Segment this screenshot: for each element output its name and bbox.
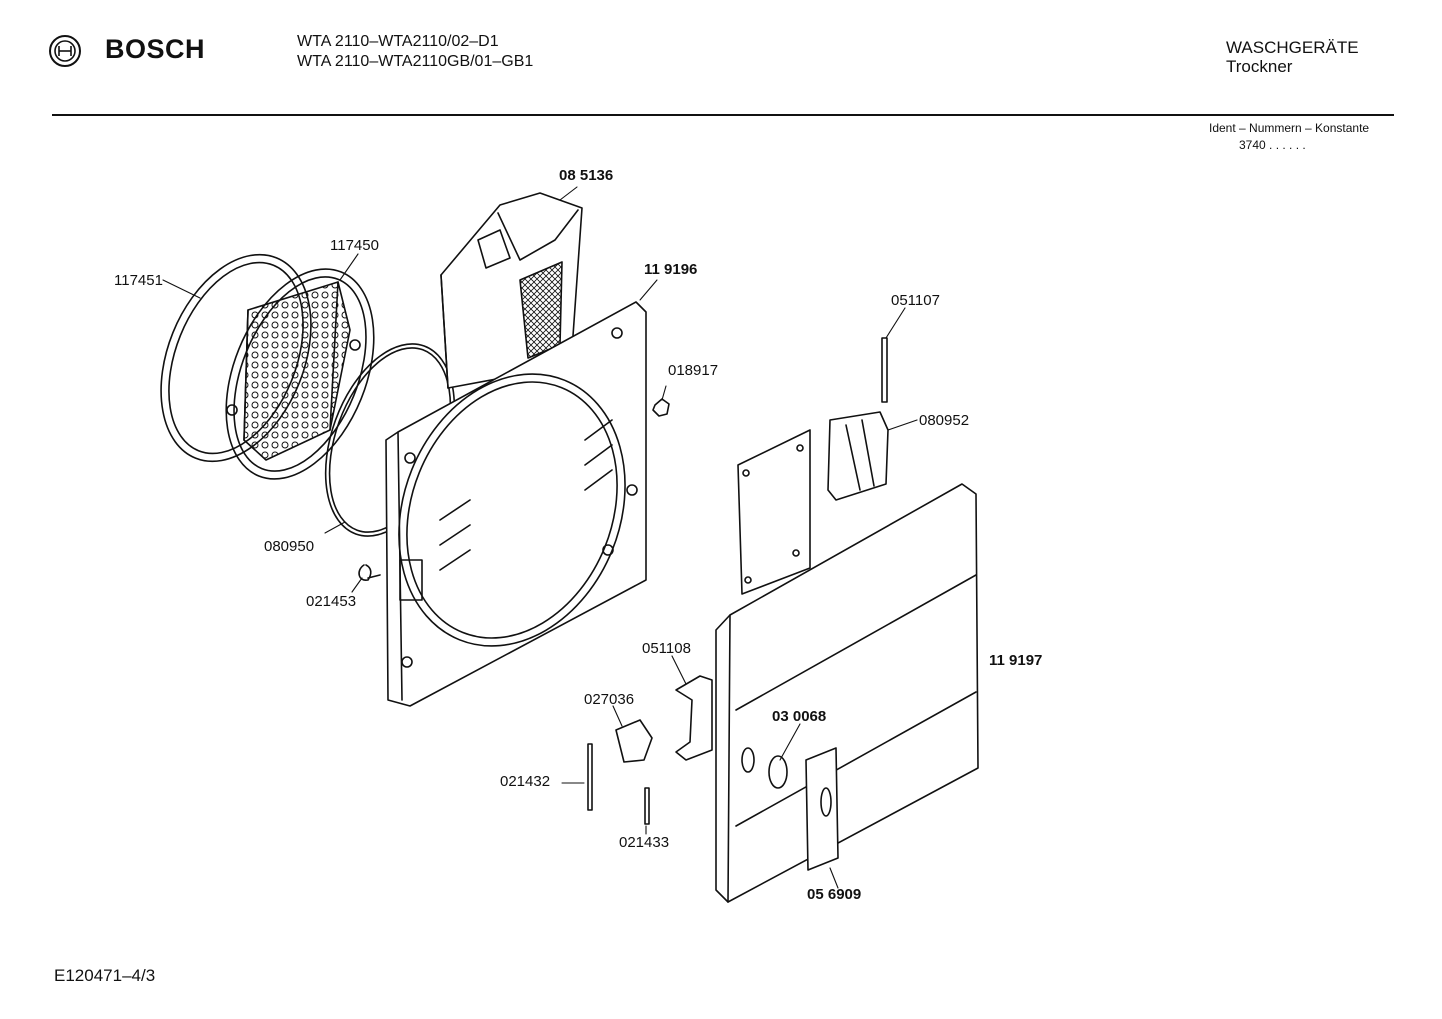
- part-label-021433: 021433: [619, 834, 670, 851]
- part-label-117450: 117450: [330, 237, 379, 254]
- part-label-021432: 021432: [500, 773, 551, 790]
- part-label-117451: 117451: [114, 272, 163, 289]
- ident-label: Ident – Nummern – Konstante: [1209, 121, 1370, 135]
- part-label-030068: 03 0068: [772, 708, 827, 725]
- strip-021432: [587, 743, 593, 811]
- part-label-080950: 080950: [264, 538, 315, 555]
- nut-018917: [652, 398, 670, 417]
- brand-name: BOSCH: [105, 34, 206, 64]
- ident-value: 3740 . . . . . .: [1239, 138, 1306, 152]
- bosch-logo-icon: [49, 35, 81, 67]
- part-label-085136: 08 5136: [559, 167, 614, 184]
- filter-housing-085136: [440, 192, 583, 389]
- category: WASCHGERÄTE: [1226, 38, 1359, 57]
- door-panel-119197: [715, 483, 979, 903]
- mounting-plate: [737, 429, 811, 595]
- part-label-080952: 080952: [919, 412, 970, 429]
- pin-051107: [881, 337, 888, 403]
- part-label-119197: 11 9197: [989, 652, 1043, 669]
- part-label-056909: 05 6909: [807, 886, 862, 903]
- part-label-021453: 021453: [306, 593, 357, 610]
- latch-027036: [615, 719, 653, 763]
- filter-drum-117450: [225, 268, 375, 480]
- part-label-018917: 018917: [668, 362, 719, 379]
- front-panel-119196: [385, 301, 647, 707]
- model-line-1: WTA 2110–WTA2110/02–D1: [297, 33, 499, 50]
- hinge-080952: [827, 411, 889, 501]
- part-label-027036: 027036: [584, 691, 635, 708]
- part-label-051107: 051107: [891, 292, 940, 309]
- clip-021453: [358, 564, 381, 581]
- header-divider: [52, 114, 1394, 116]
- document-number: E120471–4/3: [54, 966, 156, 985]
- part-label-051108: 051108: [642, 640, 691, 657]
- pin-021433: [644, 787, 650, 825]
- handle-056909: [805, 747, 839, 871]
- part-label-119196: 11 9196: [644, 261, 698, 278]
- lock-lever-051108: [675, 675, 713, 761]
- leader-lines: [162, 186, 918, 889]
- model-line-2: WTA 2110–WTA2110GB/01–GB1: [297, 53, 534, 70]
- subcategory: Trockner: [1226, 57, 1293, 76]
